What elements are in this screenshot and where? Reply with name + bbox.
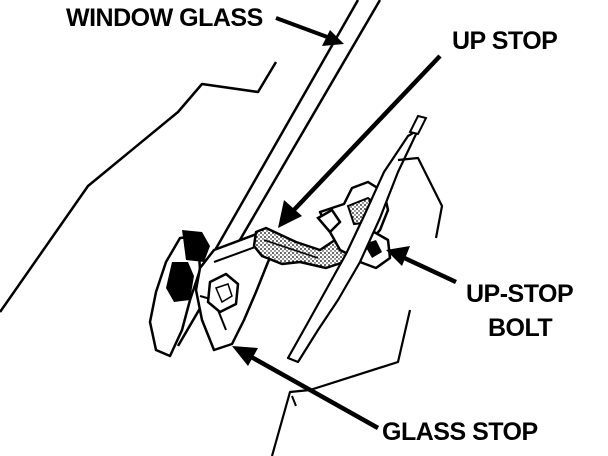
arrow-icon-up-stop [278,54,442,228]
glass-stop-bracket [194,230,278,352]
guide-rail [286,128,420,364]
glass-clamp [148,230,210,358]
door-outer-outline [397,156,444,239]
window-glass-label: WINDOW GLASS [66,4,263,32]
arrow-icon-window-glass [275,16,344,46]
glass-stop-label: GLASS STOP [382,418,538,446]
up-stop-bolt-label-line2: BOLT [488,314,552,342]
arrow-icon-up-stop-bolt [386,246,457,285]
arrow-icon-glass-stop [232,346,380,430]
door-lower-edge [291,395,297,407]
door-panel-outline [0,61,278,313]
guide-rail-top [408,114,428,136]
up-stop-label: UP STOP [452,27,557,55]
up-stop-bolt-label-line1: UP-STOP [466,280,573,308]
